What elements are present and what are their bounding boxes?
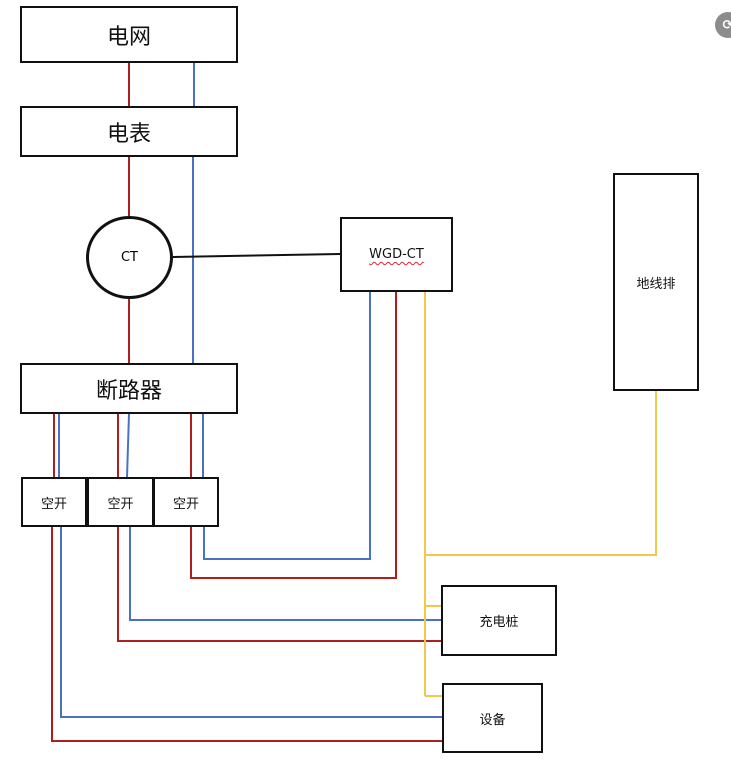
wire-neutral-sw1-device bbox=[60, 527, 442, 718]
ground-bar-box: 地线排 bbox=[613, 173, 699, 391]
ct-circle: CT bbox=[86, 216, 173, 299]
wire-live-sw2-charger bbox=[117, 527, 441, 642]
wire-ground-to-bar bbox=[425, 391, 657, 556]
switch-box-1: 空开 bbox=[21, 477, 87, 527]
switch-label-1: 空开 bbox=[40, 496, 67, 512]
ct-label: CT bbox=[120, 250, 139, 265]
wire-live-sw3-wgd bbox=[190, 292, 397, 579]
meter-label: 电表 bbox=[106, 121, 151, 147]
wire-signal-ct-wgd bbox=[172, 253, 341, 258]
switch-box-3: 空开 bbox=[153, 477, 219, 527]
switch-box-2: 空开 bbox=[87, 477, 154, 527]
ground-bar-label: 地线排 bbox=[636, 276, 676, 292]
wgd-ct-label: WGD-CT bbox=[369, 247, 424, 262]
grid-label: 电网 bbox=[106, 24, 151, 50]
charger-label: 充电桩 bbox=[479, 615, 519, 630]
refresh-icon[interactable]: ⟳ bbox=[715, 12, 731, 38]
breaker-label: 断路器 bbox=[95, 378, 162, 404]
breaker-box: 断路器 bbox=[20, 363, 238, 414]
wgd-ct-box: WGD-CT bbox=[340, 217, 453, 292]
wire-live-sw1-device bbox=[51, 527, 442, 742]
device-box: 设备 bbox=[442, 683, 543, 753]
wire-neutral-breaker-sw2 bbox=[126, 413, 130, 478]
switch-label-3: 空开 bbox=[172, 496, 199, 512]
grid-box: 电网 bbox=[20, 6, 238, 63]
wire-neutral-sw3-wgd bbox=[203, 292, 371, 560]
device-label: 设备 bbox=[479, 712, 506, 728]
charger-box: 充电桩 bbox=[441, 585, 557, 656]
meter-box: 电表 bbox=[20, 106, 238, 157]
switch-label-2: 空开 bbox=[107, 496, 134, 512]
wire-neutral-sw2-charger bbox=[129, 527, 441, 621]
